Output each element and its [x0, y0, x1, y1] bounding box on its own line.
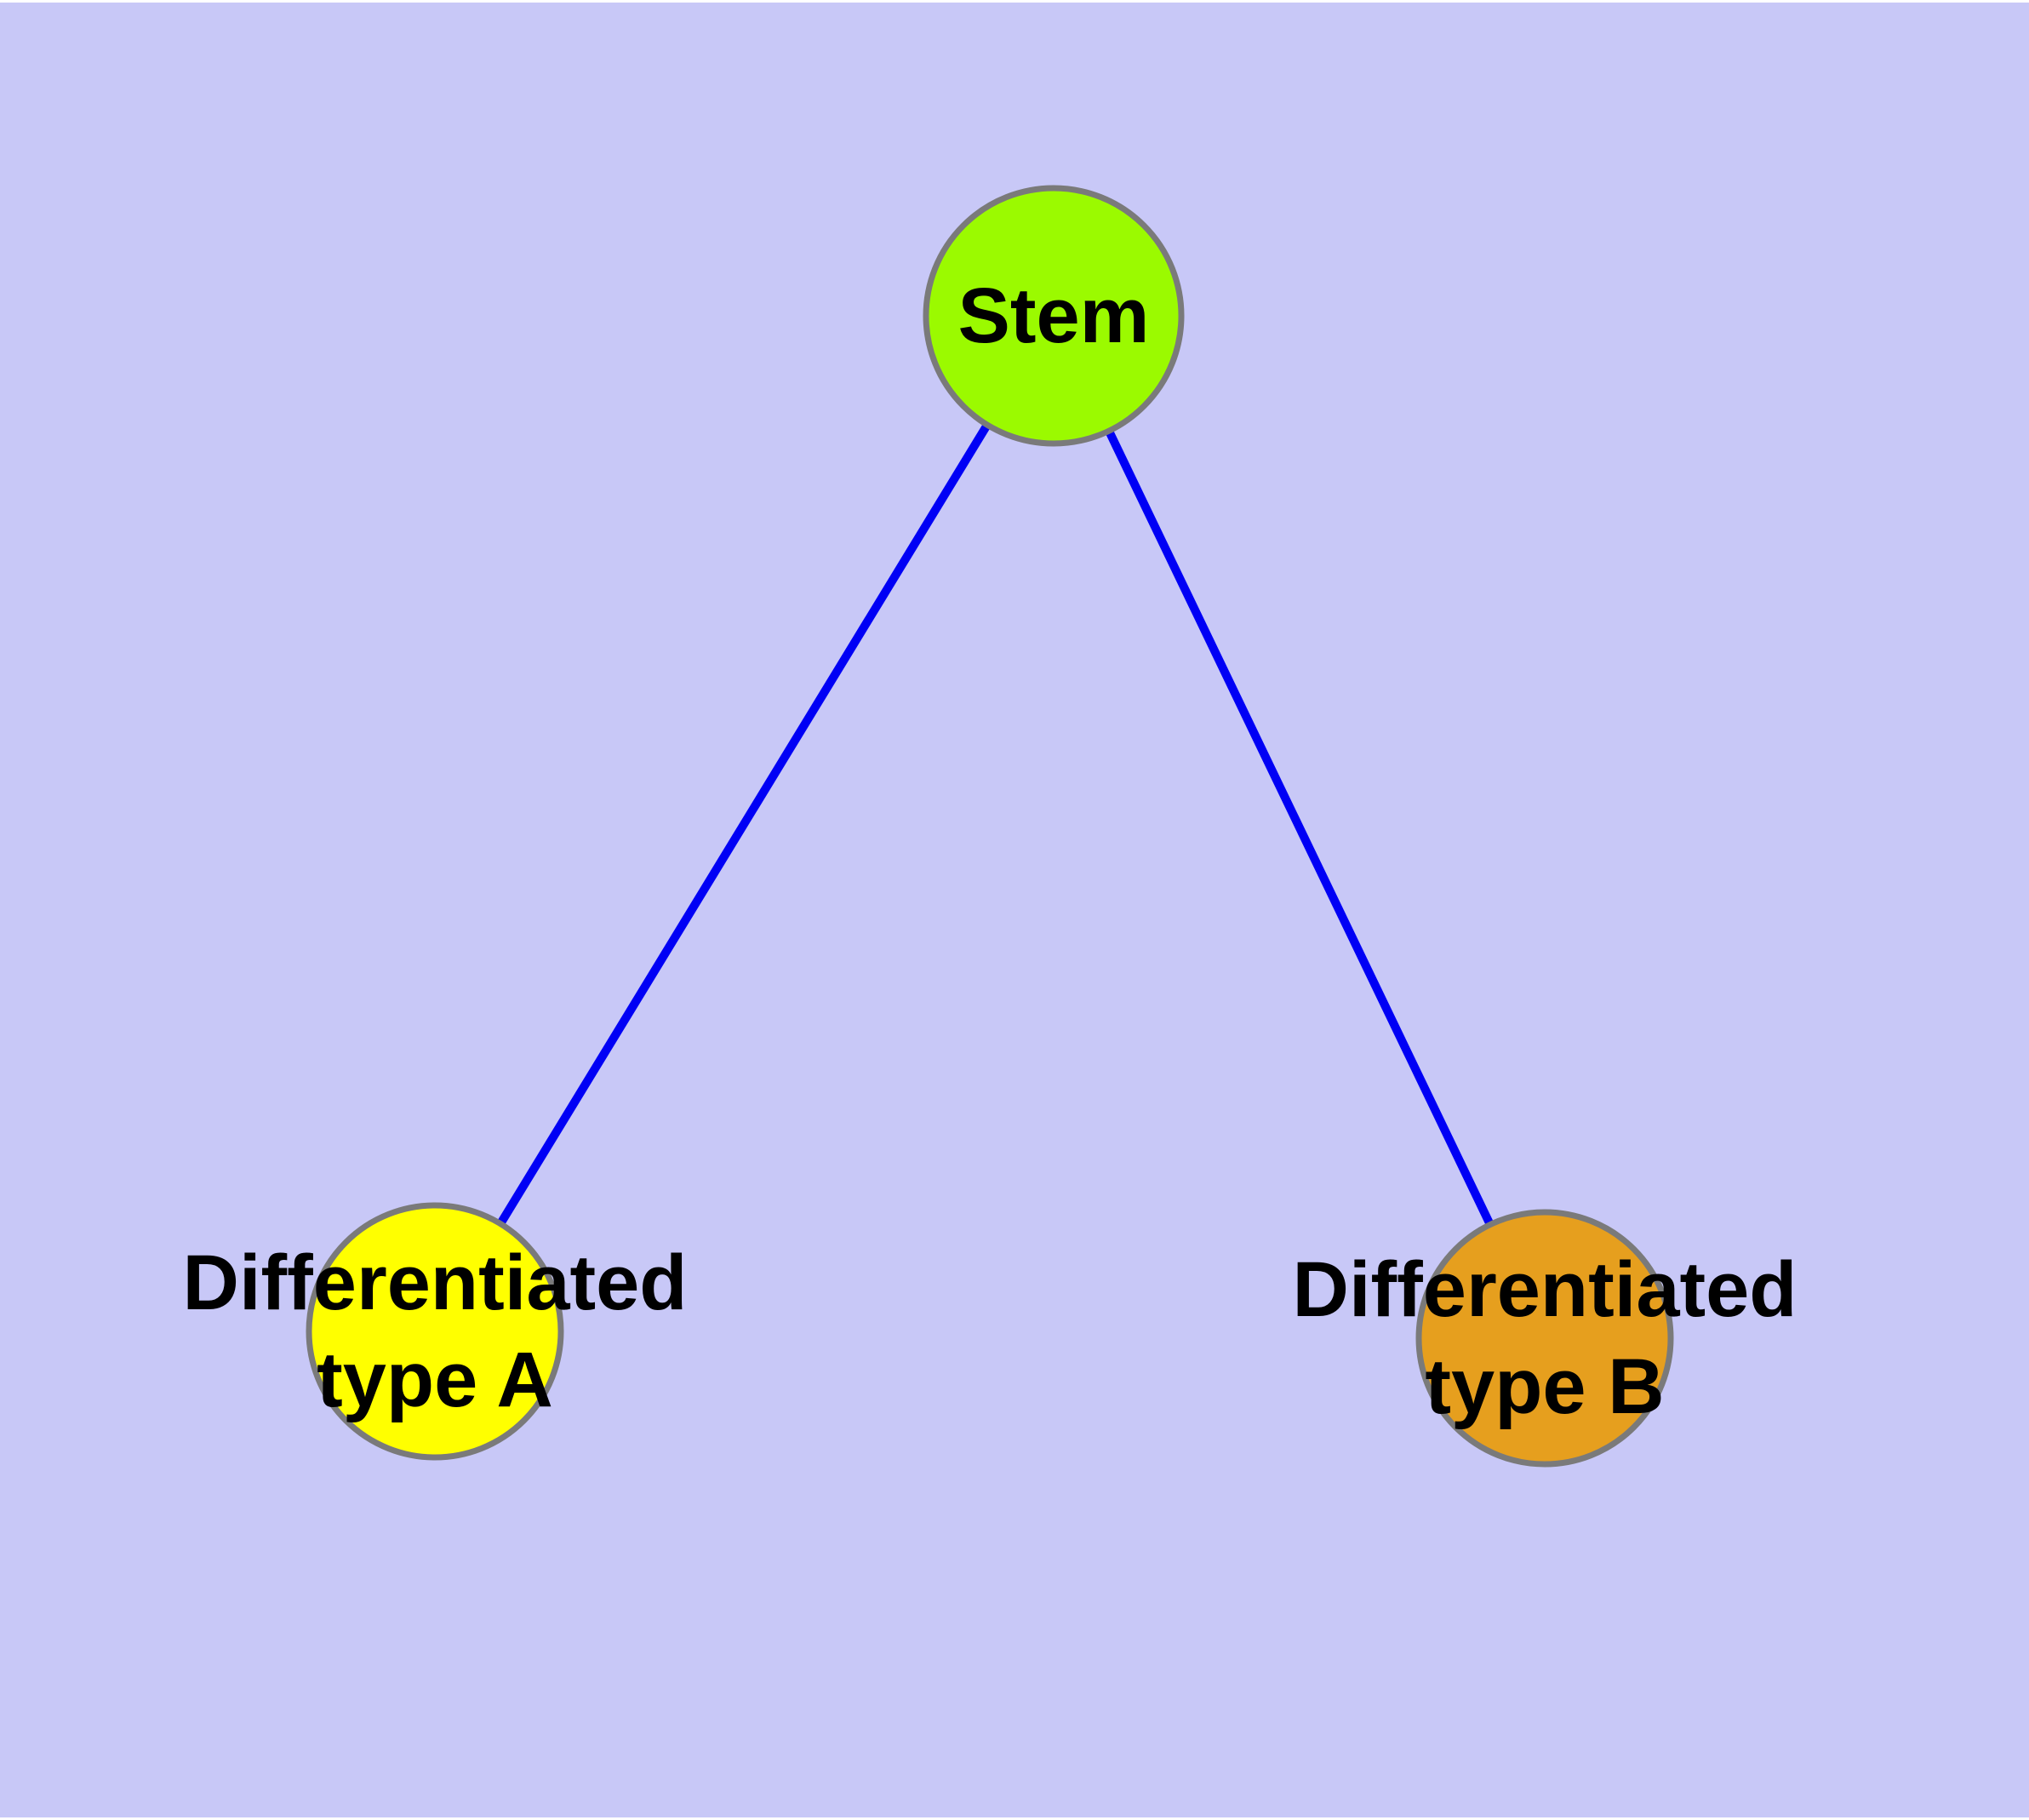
node-stem: [923, 185, 1185, 447]
edge-stem-to-differentiated-type-b: [1049, 313, 1549, 1341]
edge-stem-to-differentiated-type-a: [431, 313, 1058, 1334]
node-differentiated-type-b-label-line-1: Differentiated: [1293, 1246, 1798, 1333]
node-differentiated-type-b-label-line-2: type B: [1425, 1343, 1664, 1430]
node-differentiated-type-a: [306, 1202, 564, 1461]
node-differentiated-type-b: [1415, 1209, 1674, 1468]
node-stem-label-line-1: Stem: [958, 272, 1150, 359]
node-differentiated-type-a-label-line-2: type A: [317, 1336, 553, 1423]
node-differentiated-type-a-label-line-1: Differentiated: [183, 1239, 688, 1326]
